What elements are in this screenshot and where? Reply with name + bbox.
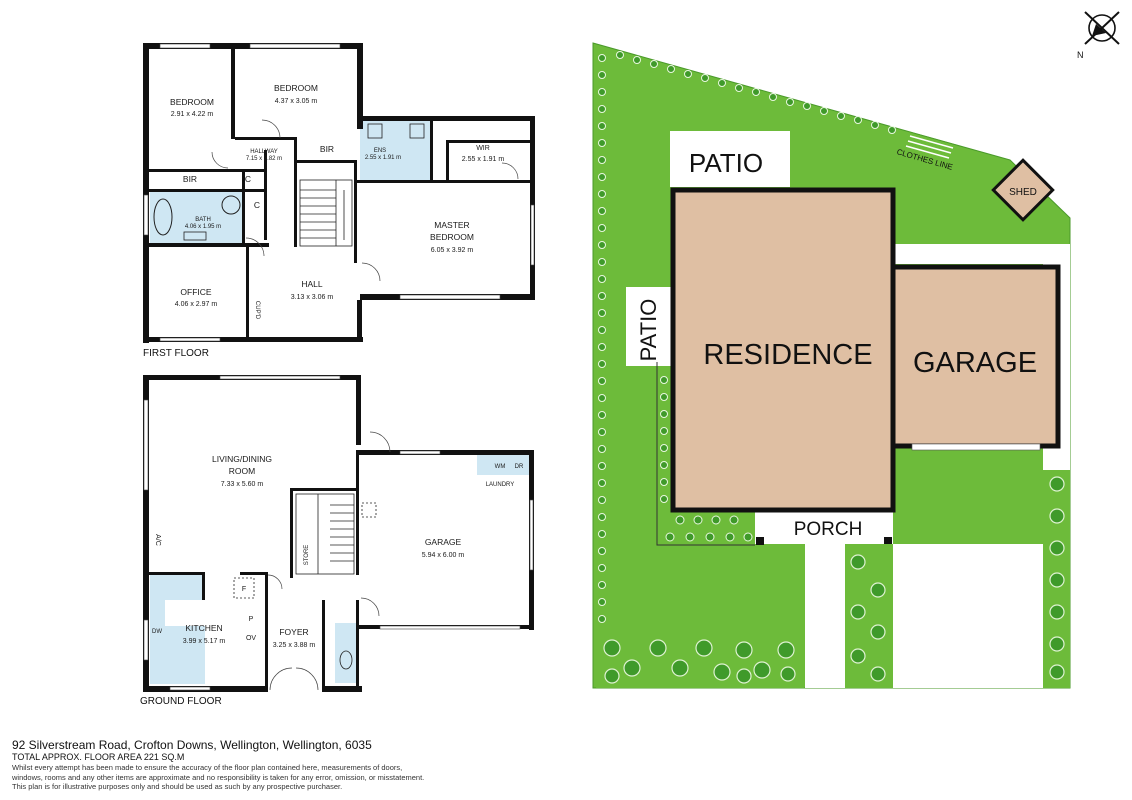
- wc-floor: [335, 623, 357, 683]
- room-label: DR: [515, 464, 524, 470]
- room-label: BEDROOM: [430, 232, 474, 242]
- room-size: 2.55 x 1.91 m: [462, 156, 505, 163]
- clothes-line: [905, 130, 956, 159]
- porch-label: PORCH: [794, 519, 863, 540]
- room-label: BIR: [320, 144, 334, 154]
- room-size: 6.05 x 3.92 m: [431, 247, 474, 254]
- hedge-left: [598, 54, 606, 623]
- room-label: GARAGE: [425, 537, 462, 547]
- room-label: F: [242, 586, 246, 593]
- patio-top: [670, 131, 790, 187]
- room-size: 4.06 x 2.97 m: [175, 301, 218, 308]
- ground-floor-stair: [233, 493, 377, 599]
- ground-floor-label: GROUND FLOOR: [140, 696, 222, 707]
- room-label: P: [249, 616, 254, 623]
- room-label: CUP'D: [254, 301, 260, 320]
- room-label: DW: [152, 629, 162, 635]
- room-size: 7.15 x 3.82 m: [246, 156, 282, 162]
- vanity-icon: [183, 231, 207, 241]
- room-label: C: [254, 200, 260, 210]
- room-label: ROOM: [229, 466, 255, 476]
- compass-north-label: N: [1077, 50, 1084, 60]
- first-floor-plan: BEDROOM 2.91 x 4.22 m BEDROOM 4.37 x 3.0…: [143, 43, 535, 359]
- floor-area: TOTAL APPROX. FLOOR AREA 221 SQ.M: [12, 752, 185, 762]
- bushes-bottom: [603, 639, 796, 684]
- room-label: LAUNDRY: [486, 482, 515, 488]
- room-label: A/C: [154, 534, 161, 546]
- ens-shower-icon: [367, 123, 383, 139]
- room-label: C: [245, 174, 251, 184]
- disclaimer-line: This plan is for illustrative purposes o…: [12, 782, 343, 791]
- residence-building: [670, 187, 896, 513]
- room-size: 3.25 x 3.88 m: [273, 642, 316, 649]
- kitchen-bench: [150, 574, 205, 684]
- room-size: 3.13 x 3.06 m: [291, 294, 334, 301]
- residence-label: RESIDENCE: [703, 339, 872, 371]
- driveway: [893, 544, 1043, 688]
- shed-label: SHED: [1009, 187, 1037, 198]
- compass-icon: N: [1077, 11, 1120, 60]
- room-size: 2.55 x 1.91 m: [365, 155, 401, 161]
- room-label: OV: [246, 635, 256, 642]
- shed: [991, 158, 1055, 222]
- footer: 92 Silverstream Road, Crofton Downs, Wel…: [12, 738, 712, 792]
- first-floor-label: FIRST FLOOR: [143, 348, 209, 359]
- patio-side: [626, 287, 672, 366]
- site-plan: PATIO PATIO RESIDENCE GARAGE PORCH SHED …: [592, 42, 1071, 689]
- room-size: 2.91 x 4.22 m: [171, 111, 214, 118]
- room-label: BEDROOM: [170, 97, 214, 107]
- room-label: KITCHEN: [185, 623, 222, 633]
- property-plans: BEDROOM 2.91 x 4.22 m BEDROOM 4.37 x 3.0…: [140, 11, 1120, 707]
- ens-basin-icon: [409, 123, 425, 139]
- porch: [755, 511, 893, 544]
- room-size: 4.06 x 1.95 m: [185, 224, 221, 230]
- room-size: 7.33 x 5.60 m: [221, 481, 264, 488]
- room-label: BIR: [183, 174, 197, 184]
- room-label: LIVING/DINING: [212, 454, 272, 464]
- toilet-icon: [339, 650, 353, 670]
- room-label: WIR: [476, 145, 490, 152]
- hedge-top: [616, 51, 896, 134]
- room-size: 3.99 x 5.17 m: [183, 638, 226, 645]
- first-floor-stair: [299, 179, 353, 247]
- bushes-middle: [850, 554, 886, 682]
- room-label: ENS: [374, 148, 386, 154]
- room-label: HALL: [301, 279, 323, 289]
- room-label: MASTER: [434, 220, 469, 230]
- room-label: STORE: [304, 545, 310, 566]
- garage-label: GARAGE: [913, 347, 1037, 379]
- property-address: 92 Silverstream Road, Crofton Downs, Wel…: [12, 738, 372, 752]
- room-label: OFFICE: [180, 287, 211, 297]
- bushes-right: [1049, 476, 1065, 680]
- room-size: 5.94 x 6.00 m: [422, 552, 465, 559]
- room-label: HALLWAY: [250, 149, 278, 155]
- room-label: 4.37 x 3.05 m: [275, 98, 318, 105]
- room-label: WM: [495, 464, 506, 470]
- room-label: FOYER: [279, 627, 308, 637]
- disclaimer-line: Whilst every attempt has been made to en…: [12, 763, 403, 772]
- shower-icon: [221, 195, 241, 215]
- patio-side-label: PATIO: [636, 299, 661, 362]
- ensuite-floor: [360, 117, 430, 181]
- bathtub-icon: [153, 198, 173, 236]
- room-label: BEDROOM: [274, 83, 318, 93]
- patio-top-label: PATIO: [689, 148, 763, 178]
- laundry-floor: [477, 455, 529, 475]
- ground-floor-plan: LIVING/DINING ROOM 7.33 x 5.60 m GARAGE …: [140, 375, 534, 707]
- shrubs-bed: [660, 376, 753, 542]
- disclaimer-line: windows, rooms and any other items are a…: [12, 772, 425, 782]
- path-left: [805, 544, 845, 688]
- room-label: BATH: [195, 217, 211, 223]
